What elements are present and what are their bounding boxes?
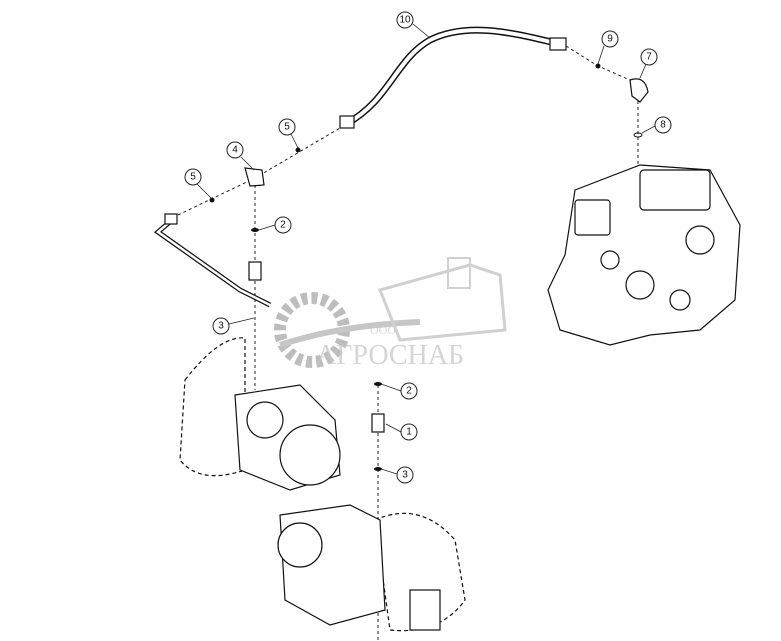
svg-text:7: 7 <box>646 52 652 63</box>
hose-fitting-left <box>339 115 355 129</box>
hose-10 <box>344 26 561 128</box>
o-ring-3b <box>374 467 382 471</box>
adapter-1 <box>371 413 385 433</box>
svg-text:1: 1 <box>406 427 412 438</box>
callout-8: 8 <box>654 116 672 134</box>
elbow-fitting-4 <box>244 167 265 187</box>
callout-3a: 3 <box>212 317 230 335</box>
o-ring-8 <box>633 132 643 138</box>
svg-text:4: 4 <box>232 145 238 156</box>
svg-text:5: 5 <box>190 172 196 183</box>
callout-4: 4 <box>226 141 244 159</box>
svg-text:3: 3 <box>402 470 408 481</box>
o-ring-2a <box>251 228 259 232</box>
svg-text:5: 5 <box>284 122 290 133</box>
o-ring-9 <box>595 63 601 69</box>
hydraulic-pump <box>547 164 741 346</box>
callout-5b: 5 <box>184 168 202 186</box>
o-ring-2b <box>374 382 382 386</box>
o-ring-5a <box>295 147 301 153</box>
hose-fitting-right <box>549 37 567 51</box>
svg-text:2: 2 <box>406 386 412 397</box>
svg-text:3: 3 <box>218 321 224 332</box>
callout-5a: 5 <box>278 118 296 136</box>
callout-7: 7 <box>640 48 658 66</box>
svg-text:10: 10 <box>399 15 411 26</box>
svg-text:8: 8 <box>660 120 666 131</box>
callout-2b: 2 <box>400 382 418 400</box>
tube-nut <box>164 213 178 225</box>
watermark-name: АГРОСНАБ <box>316 340 464 371</box>
watermark-logo: ООО АГРОСНАБ <box>274 257 507 371</box>
callout-1: 1 <box>400 423 418 441</box>
svg-text:2: 2 <box>280 220 286 231</box>
watermark-prefix: ООО <box>370 323 396 337</box>
travel-motor-upper <box>179 337 341 491</box>
callout-2a: 2 <box>274 216 292 234</box>
adapter-upper <box>248 261 262 281</box>
callout-3b: 3 <box>396 466 414 484</box>
elbow-fitting-7 <box>629 78 649 103</box>
callout-10: 10 <box>396 11 414 29</box>
callout-9: 9 <box>601 30 619 48</box>
svg-text:9: 9 <box>607 34 613 45</box>
travel-motor-lower <box>277 504 466 632</box>
o-ring-5b <box>209 197 215 203</box>
